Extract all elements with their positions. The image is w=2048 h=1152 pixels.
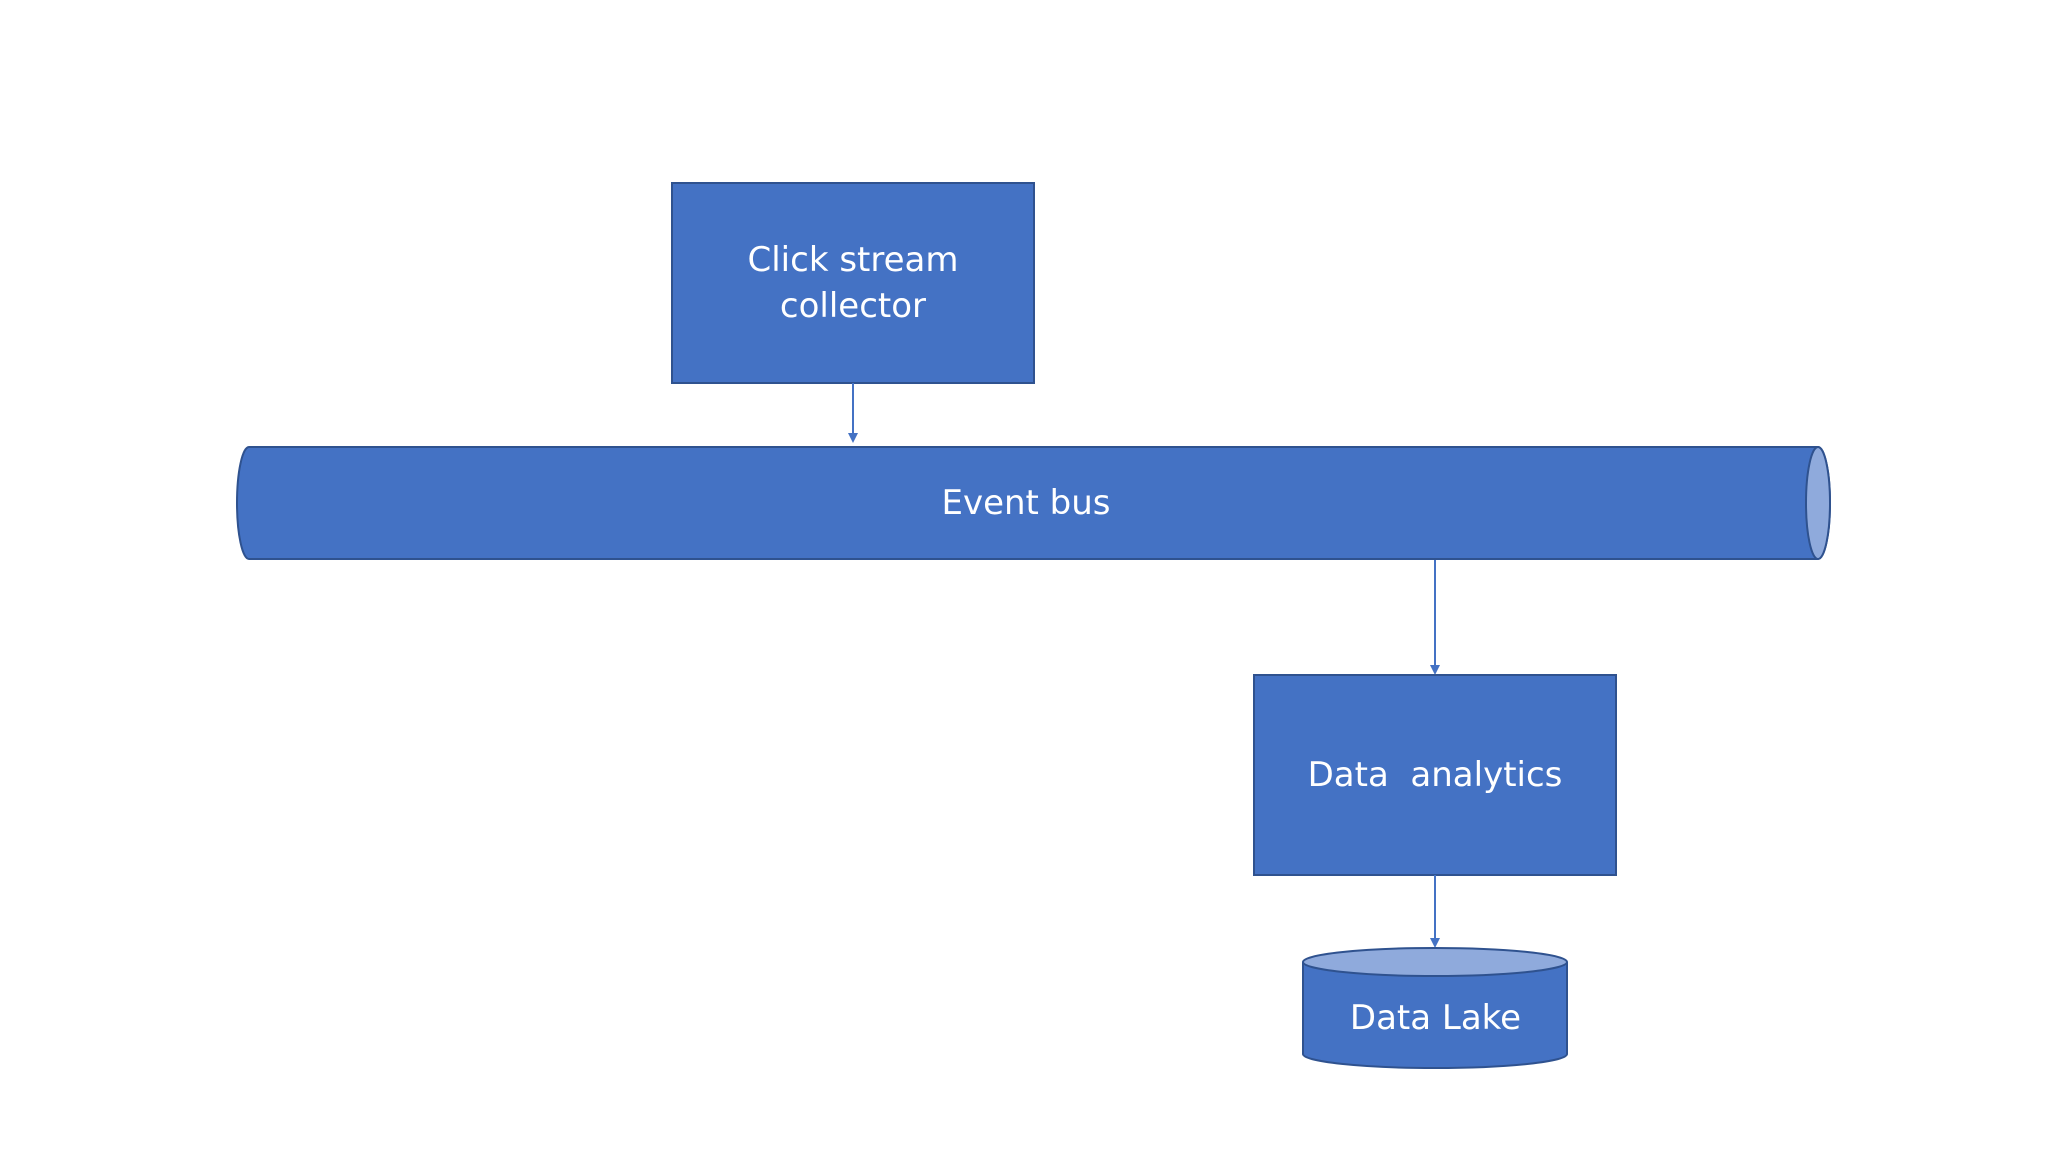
data-lake-label: Data Lake — [1349, 998, 1522, 1038]
collector-label: Click stream collector — [747, 240, 959, 326]
data-lake-cap — [1302, 947, 1568, 977]
analytics-label: Data analytics — [1307, 755, 1563, 795]
event-bus-node — [236, 446, 1831, 560]
analytics-node — [1253, 674, 1617, 876]
event-bus-label: Event bus — [941, 483, 1111, 523]
event-bus-cap — [1805, 446, 1831, 560]
data-lake-node — [1302, 947, 1568, 1069]
collector-node — [671, 182, 1035, 384]
